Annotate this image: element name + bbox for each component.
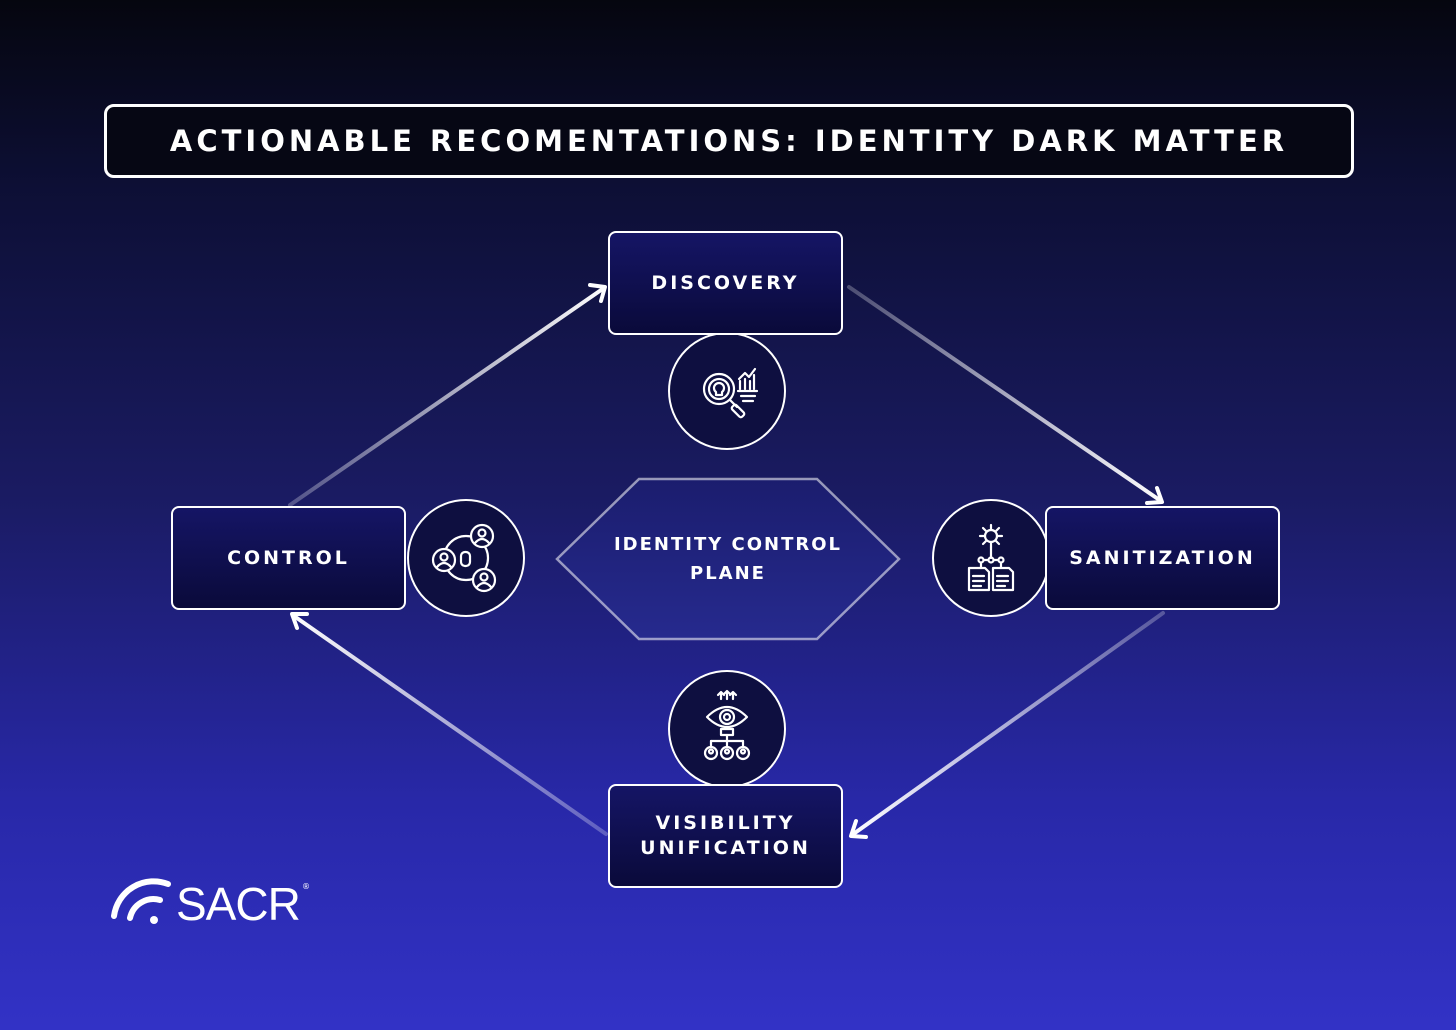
sacr-logo: SACR ® <box>108 872 318 932</box>
node-sanitization: SANITIZATION <box>1045 506 1280 610</box>
node-visibility-unification: VISIBILITY UNIFICATION <box>608 784 843 888</box>
node-control-label: CONTROL <box>227 546 350 569</box>
arrow-sanitization-to-visibility <box>849 611 1165 839</box>
node-discovery-label: DISCOVERY <box>651 271 800 294</box>
eye-org-chart-icon <box>668 670 786 788</box>
gear-documents-icon <box>932 499 1050 617</box>
node-control: CONTROL <box>171 506 406 610</box>
node-visibility-label: VISIBILITY UNIFICATION <box>640 812 811 859</box>
logo-registered-mark: ® <box>302 882 310 891</box>
arrow-control-to-discovery <box>288 283 607 507</box>
users-network-icon <box>407 499 525 617</box>
node-sanitization-label: SANITIZATION <box>1069 546 1256 569</box>
node-discovery: DISCOVERY <box>608 231 843 335</box>
identity-control-plane-hexagon <box>555 477 901 641</box>
wifi-signal-icon <box>111 878 171 924</box>
center-label: IDENTITY CONTROL PLANE <box>613 534 843 584</box>
page-title: ACTIONABLE RECOMENTATIONS: IDENTITY DARK… <box>169 124 1289 158</box>
logo-text: SACR <box>176 878 301 930</box>
arrow-discovery-to-sanitization <box>847 285 1164 505</box>
title-banner: ACTIONABLE RECOMENTATIONS: IDENTITY DARK… <box>104 104 1354 178</box>
arrow-visibility-to-control <box>290 612 608 836</box>
magnifier-lightbulb-chart-icon <box>668 332 786 450</box>
